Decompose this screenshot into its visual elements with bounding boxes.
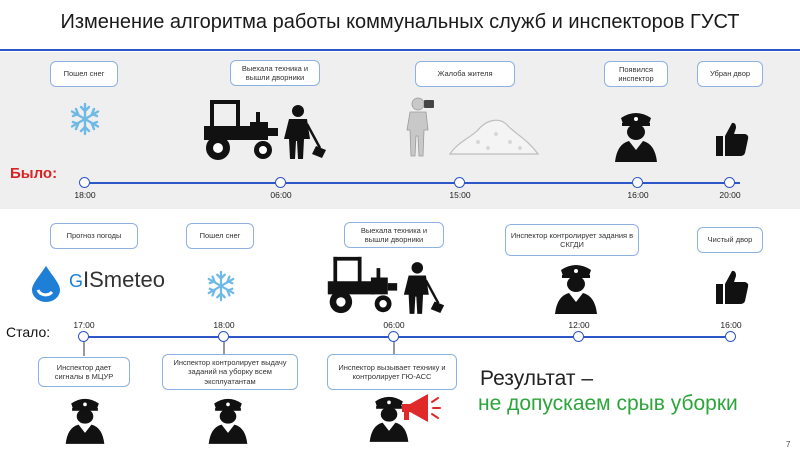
page-number: 7 — [786, 440, 791, 449]
before-event-1: Пошел снег — [50, 61, 118, 87]
after-event-1: Прогноз погоды — [50, 223, 138, 249]
time-label: 06:00 — [383, 320, 405, 330]
time-label: 16:00 — [627, 190, 649, 200]
timeline-node — [275, 177, 286, 188]
time-label: 18:00 — [74, 190, 96, 200]
timeline-node — [573, 331, 584, 342]
time-label: 20:00 — [719, 190, 741, 200]
timeline-before — [80, 182, 740, 184]
slide-title: Изменение алгоритма работы коммунальных … — [60, 10, 740, 33]
down-arrow — [223, 342, 225, 354]
after-bottom-event-3: Инспектор вызывает технику и контролируе… — [327, 354, 457, 390]
time-label: 17:00 — [73, 320, 95, 330]
snowflake-icon — [70, 102, 100, 136]
megaphone-icon — [402, 394, 441, 422]
label-after: Стало: — [6, 324, 51, 340]
time-label: 12:00 — [568, 320, 590, 330]
inspector-icon — [369, 396, 409, 442]
label-before: Было: — [10, 165, 58, 182]
time-label: 06:00 — [270, 190, 292, 200]
result-text: не допускаем срыв уборки — [478, 392, 738, 415]
janitor-icon — [284, 105, 326, 159]
before-event-5: Убран двор — [697, 61, 763, 87]
timeline-after — [82, 336, 732, 338]
after-bottom-event-2: Инспектор контролирует выдачу заданий на… — [162, 354, 298, 390]
before-section — [0, 52, 800, 209]
result-heading: Результат – — [480, 367, 594, 390]
timeline-node — [725, 331, 736, 342]
timeline-node — [632, 177, 643, 188]
after-event-4: Инспектор контролирует задания в СКГДИ — [505, 224, 639, 256]
thumbs-up-icon — [716, 122, 749, 156]
time-label: 16:00 — [720, 320, 742, 330]
inspector-icon — [555, 265, 597, 314]
time-label: 15:00 — [449, 190, 471, 200]
title-divider — [0, 49, 800, 51]
timeline-node — [79, 177, 90, 188]
after-event-2: Пошел снег — [186, 223, 254, 249]
gismeteo-logo: GISmeteo — [26, 264, 165, 302]
snowflake-icon — [207, 270, 235, 302]
after-bottom-event-1: Инспектор дает сигналы в МЦУР — [38, 357, 130, 387]
timeline-node — [78, 331, 89, 342]
janitor-icon — [403, 262, 445, 314]
before-event-2: Выехала техника и вышли дворники — [230, 60, 320, 86]
down-arrow — [393, 342, 395, 354]
timeline-node — [218, 331, 229, 342]
timeline-node — [724, 177, 735, 188]
tractor-icon — [327, 256, 398, 314]
gismeteo-wordmark: GISmeteo — [69, 267, 165, 292]
inspector-icon — [615, 113, 657, 162]
inspector-icon — [65, 398, 105, 444]
thumbs-up-icon — [716, 270, 749, 304]
gismeteo-drop-icon — [32, 266, 60, 302]
after-event-5: Чистый двор — [697, 227, 763, 253]
before-event-4: Появился инспектор — [604, 61, 668, 87]
before-event-3: Жалоба жителя — [415, 61, 515, 87]
tractor-icon — [204, 100, 278, 160]
inspector-icon — [208, 398, 248, 444]
after-event-3: Выехала техника и вышли дворники — [344, 222, 444, 248]
timeline-node — [454, 177, 465, 188]
snow-pile-icon — [448, 119, 540, 155]
timeline-node — [388, 331, 399, 342]
resident-complaint-icon — [406, 97, 434, 157]
down-arrow — [83, 342, 85, 356]
time-label: 18:00 — [213, 320, 235, 330]
